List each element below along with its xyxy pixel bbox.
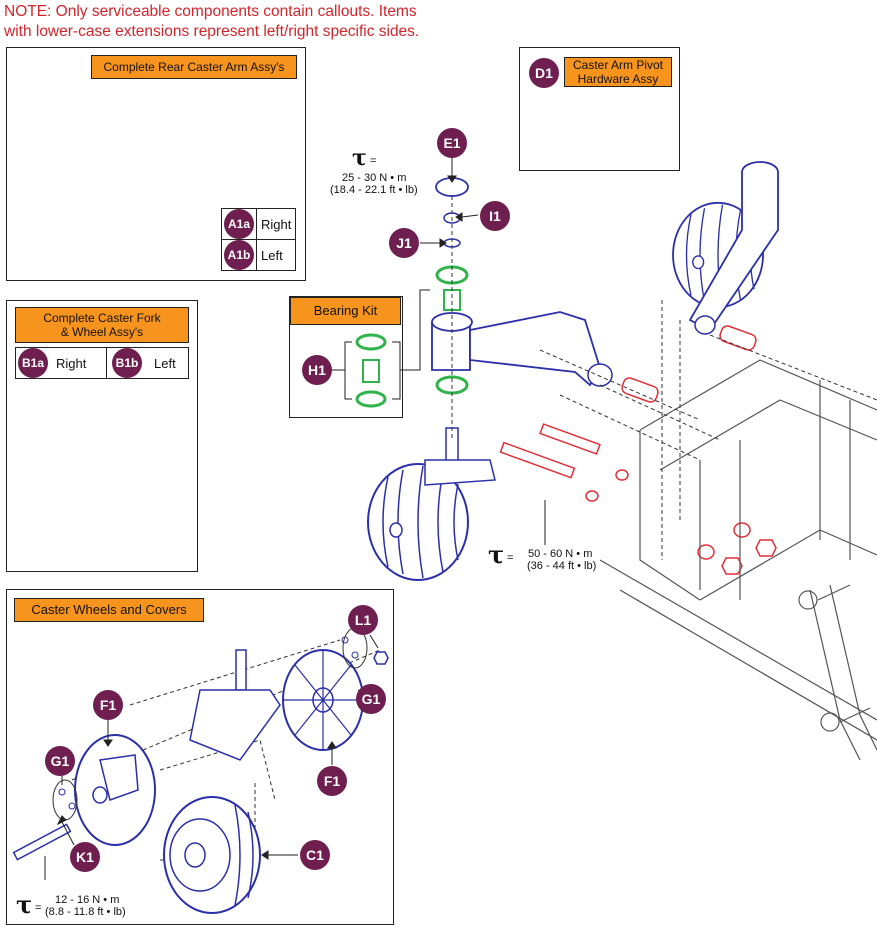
table-row: A1a Right <box>221 208 297 240</box>
note-line-2: with lower-case extensions represent lef… <box>4 23 420 40</box>
torque-top-ftlb: (18.4 - 22.1 ft • lb) <box>330 184 418 196</box>
torque-mid-nm: 50 - 60 N • m <box>528 548 593 560</box>
note: NOTE: Only serviceable components contai… <box>4 2 419 42</box>
torque-symbol: τ <box>16 890 33 919</box>
torque-top-nm: 25 - 30 N • m <box>342 172 407 184</box>
wheels-covers-title: Caster Wheels and Covers <box>14 598 204 622</box>
callout-a1a[interactable]: A1a <box>224 209 254 239</box>
callout-b1b[interactable]: B1b <box>112 348 142 378</box>
rear-caster-arm-title: Complete Rear Caster Arm Assy's <box>91 55 297 79</box>
caster-fork-side-row: B1a Right B1b Left <box>15 347 189 379</box>
callout-k1[interactable]: K1 <box>70 842 100 872</box>
note-line-1: NOTE: Only serviceable components contai… <box>4 3 417 20</box>
rear-caster-right-label: Right <box>255 208 297 240</box>
bearing-kit-illustration <box>330 289 430 408</box>
caster-fork-title: Complete Caster Fork & Wheel Assy's <box>15 307 189 343</box>
caster-fork-title-line-2: & Wheel Assy's <box>60 325 144 339</box>
callout-i1[interactable]: I1 <box>480 201 510 231</box>
callout-f1-right[interactable]: F1 <box>317 766 347 796</box>
pivot-hardware-title-line-1: Caster Arm Pivot <box>572 58 664 72</box>
wheels-covers-illustration <box>12 627 389 914</box>
callout-c1[interactable]: C1 <box>300 840 330 870</box>
table-row: A1b Left <box>221 239 297 271</box>
torque-mid-ftlb: (36 - 44 ft • lb) <box>527 560 597 572</box>
callout-l1[interactable]: L1 <box>348 605 378 635</box>
caster-fork-left-label: Left <box>154 356 176 371</box>
upper-right-caster-illustration <box>672 161 779 335</box>
callout-h1[interactable]: H1 <box>302 355 332 385</box>
torque-symbol: τ <box>352 145 367 171</box>
callout-g1-right[interactable]: G1 <box>356 684 386 714</box>
rear-caster-left-label: Left <box>255 239 297 271</box>
torque-bottom-ftlb: (8.8 - 11.8 ft • lb) <box>45 906 126 918</box>
pivot-hardware-panel: D1 Caster Arm Pivot Hardware Assy <box>519 47 680 171</box>
callout-a1b[interactable]: A1b <box>224 240 254 270</box>
callout-e1[interactable]: E1 <box>437 128 467 158</box>
torque-equals: = <box>507 552 514 564</box>
wheels-covers-panel: Caster Wheels and Covers <box>6 589 394 925</box>
callout-g1-left[interactable]: G1 <box>45 746 75 776</box>
pivot-hardware-title: Caster Arm Pivot Hardware Assy <box>564 57 672 87</box>
caster-fork-title-line-1: Complete Caster Fork <box>43 311 161 325</box>
frame-illustration <box>599 359 877 761</box>
torque-equals: = <box>370 155 377 167</box>
bearing-kit-title: Bearing Kit <box>290 297 401 325</box>
caster-fork-right-label: Right <box>56 356 87 371</box>
caster-fork-panel: Complete Caster Fork & Wheel Assy's B1a … <box>6 300 198 572</box>
callout-j1[interactable]: J1 <box>389 228 419 258</box>
bearing-kit-panel: Bearing Kit H1 <box>289 296 403 418</box>
rear-caster-arm-table: A1a Right A1b Left <box>221 208 297 271</box>
pivot-hardware-title-line-2: Hardware Assy <box>577 72 659 86</box>
pivot-bolts-illustration <box>499 325 777 575</box>
callout-b1a[interactable]: B1a <box>18 348 48 378</box>
torque-equals: = <box>35 902 42 914</box>
torque-symbol: τ <box>488 540 505 569</box>
callout-leaders <box>44 157 546 880</box>
callout-d1[interactable]: D1 <box>529 58 559 88</box>
torque-bottom-nm: 12 - 16 N • m <box>55 894 120 906</box>
callout-f1-left[interactable]: F1 <box>93 690 123 720</box>
divider <box>106 348 107 378</box>
